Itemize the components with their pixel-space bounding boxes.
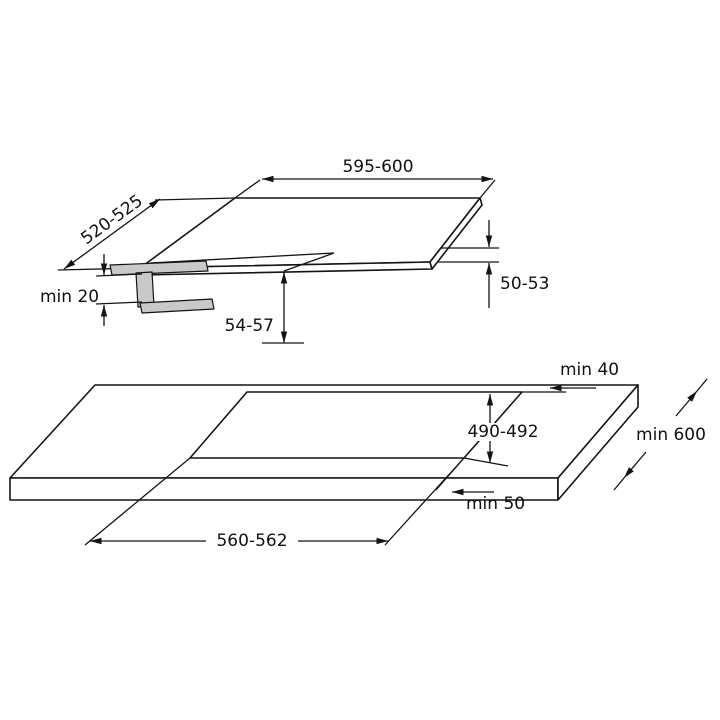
profile-foot	[139, 298, 215, 314]
label-background	[471, 423, 537, 441]
extension-line	[154, 197, 236, 201]
dim-worktop-depth: min 600	[636, 425, 706, 445]
dim-cutout-width: 560-562	[216, 531, 287, 551]
dim-side-clearance: min 50	[466, 494, 525, 514]
dim-hob-edge-height: 50-53	[500, 274, 549, 294]
extension-line	[95, 301, 143, 305]
dim-rear-clearance: min 40	[560, 360, 619, 380]
dim-cutout-depth: 490-492	[467, 422, 538, 442]
profile-top-bar	[109, 260, 209, 276]
extension-line	[234, 179, 261, 199]
dim-rear-clearance-group: min 40	[522, 360, 619, 393]
dim-hob-edge-height-group: 50-53	[437, 220, 549, 308]
extension-line	[479, 179, 496, 199]
mounting-profile-group: min 20	[40, 254, 215, 326]
dim-worktop-depth-group: min 600	[613, 378, 708, 491]
extension-line	[384, 457, 465, 546]
dimension-arrow	[623, 451, 647, 479]
dimension-arrow	[675, 390, 698, 417]
leader-line	[283, 252, 335, 272]
dim-hob-total-height-group: 54-57	[225, 252, 335, 344]
hob-right-face	[429, 197, 483, 270]
extension-line	[84, 457, 191, 546]
dim-hob-depth: 520-525	[77, 191, 146, 249]
dimension-line	[63, 198, 161, 270]
dim-min-clearance: min 20	[40, 287, 99, 307]
dim-hob-width-group: 595-600	[234, 157, 496, 199]
worktop-drawing	[9, 384, 639, 501]
extension-tick	[696, 378, 708, 392]
extension-line	[463, 457, 509, 467]
dim-hob-total-height: 54-57	[225, 316, 274, 336]
extension-tick	[613, 477, 625, 491]
hob-front-bevel-line	[149, 252, 335, 264]
dim-hob-width: 595-600	[342, 157, 413, 177]
hob-top-face	[139, 197, 481, 269]
worktop-right-face	[557, 384, 639, 501]
dim-cutout-depth-group: 490-492	[463, 394, 539, 467]
extension-line	[95, 273, 143, 277]
dim-cutout-width-group: 560-562	[84, 457, 465, 551]
label-background	[206, 531, 298, 550]
